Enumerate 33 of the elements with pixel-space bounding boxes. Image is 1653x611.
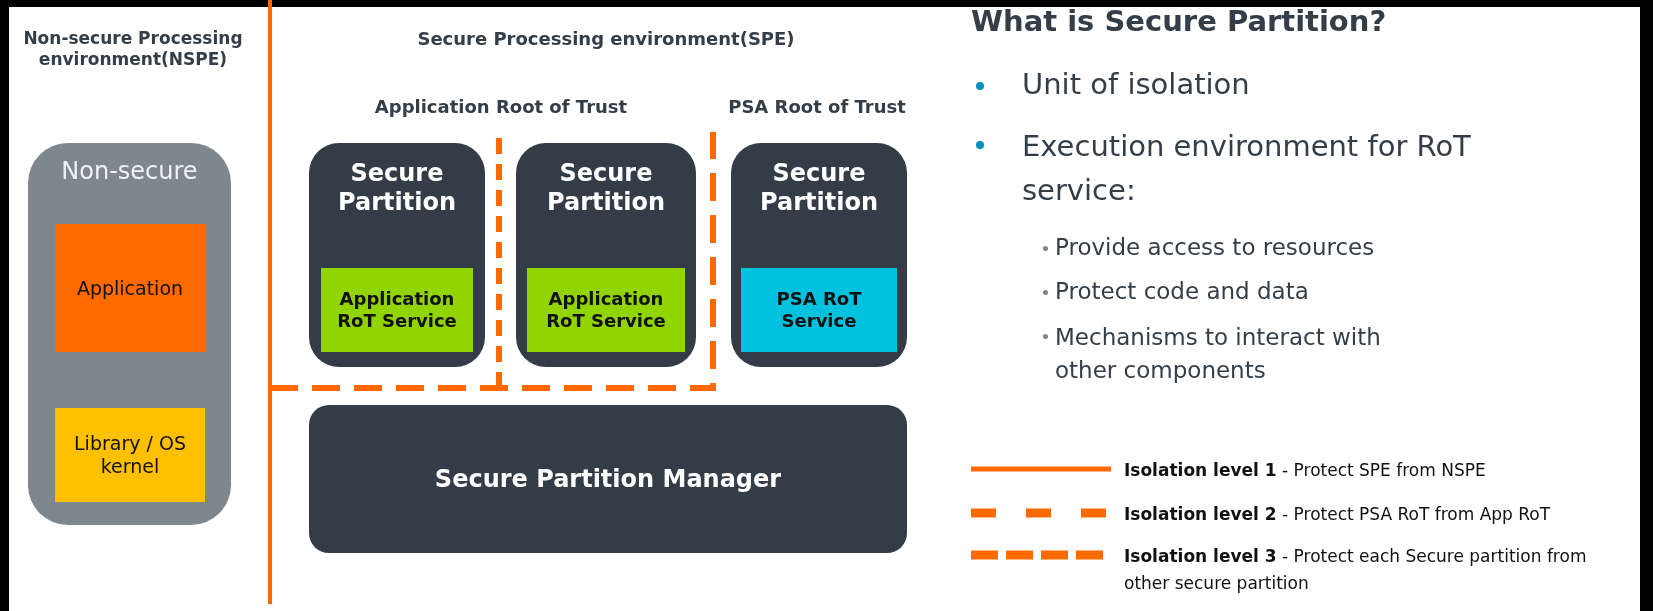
node-label: Secure Partition	[337, 159, 457, 217]
partition-box	[731, 143, 907, 367]
bullet-text: Unit of isolation	[1022, 66, 1251, 103]
manager-box	[309, 405, 907, 553]
bullet-text: Mechanisms to interact with other components	[1055, 323, 1382, 386]
component-box	[321, 268, 473, 352]
node-label: Application RoT Service	[545, 288, 667, 332]
environment-panel	[28, 143, 231, 525]
partition-box	[516, 143, 696, 367]
section-heading: Secure Processing environment(SPE)	[416, 28, 796, 51]
section-heading: PSA Root of Trust	[727, 96, 907, 119]
bullet-text: Protect code and data	[1055, 277, 1310, 306]
node-label: Secure Partition Manager	[433, 464, 783, 494]
component-box	[741, 268, 897, 352]
node-label: Non-secure	[60, 157, 199, 186]
node-label: Secure Partition	[546, 159, 666, 217]
section-heading: Non-secure Processing environment(NSPE)	[22, 28, 244, 71]
partition-box	[309, 143, 485, 367]
component-box	[55, 224, 205, 352]
legend-text: Isolation level 3 - Protect each Secure partition from other secure partition	[1124, 545, 1588, 596]
node-label: Library / OS kernel	[73, 432, 187, 478]
slide-title: What is Secure Partition?	[971, 3, 1387, 40]
component-box	[55, 408, 205, 502]
node-label: Application	[75, 276, 185, 300]
node-label: PSA RoT Service	[775, 288, 863, 332]
section-heading: Application Root of Trust	[373, 96, 629, 119]
component-box	[527, 268, 685, 352]
node-label: Secure Partition	[759, 159, 879, 217]
bullet-text: Provide access to resources	[1055, 233, 1376, 262]
legend-text: Isolation level 1 - Protect SPE from NSPE	[1124, 459, 1487, 482]
bullet-text: Execution environment for RoT service:	[1022, 128, 1472, 209]
legend-text: Isolation level 2 - Protect PSA RoT from App RoT	[1124, 503, 1552, 526]
node-label: Application RoT Service	[336, 288, 458, 332]
